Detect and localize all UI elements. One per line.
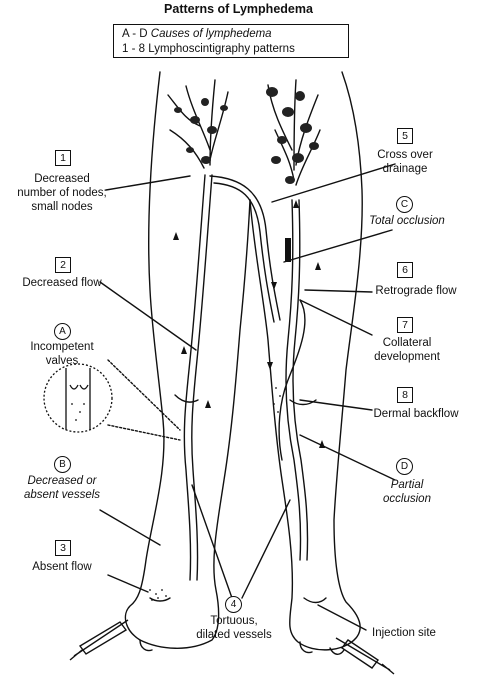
legend-line2-text: Lymphoscintigraphy patterns xyxy=(148,43,295,55)
pointer-A-bottom xyxy=(107,424,181,441)
collateral-vessel xyxy=(278,299,306,461)
cross-vessel-a xyxy=(209,175,281,321)
left-node-network xyxy=(167,79,229,169)
marker-D: D xyxy=(396,458,413,475)
cross-vessel-b xyxy=(213,182,275,323)
marker-2: 2 xyxy=(55,257,71,273)
label-injection-site: Injection site xyxy=(372,627,436,639)
syringe-left xyxy=(69,619,129,661)
marker-4: 4 xyxy=(225,596,242,613)
label-decreased-nodes: Decreased number of nodes; small nodes xyxy=(17,173,107,213)
legend-line1-text: Causes of lymphedema xyxy=(150,28,272,40)
right-main-vessel-a xyxy=(285,199,302,561)
right-leg-outline xyxy=(249,71,363,651)
marker-7: 7 xyxy=(397,317,413,333)
left-main-vessel-b xyxy=(191,174,213,581)
flow-arrows xyxy=(173,200,325,448)
marker-6: 6 xyxy=(397,262,413,278)
pointer-injection xyxy=(317,604,367,631)
marker-5: 5 xyxy=(397,128,413,144)
label-cross-over-drainage: Cross over drainage xyxy=(377,149,433,175)
legend-box: A - D Causes of lymphedema 1 - 8 Lymphos… xyxy=(113,24,349,58)
label-total-occlusion: Total occlusion xyxy=(369,215,445,227)
pointer-6 xyxy=(304,289,373,293)
pointer-1 xyxy=(105,175,191,191)
pointer-A-top xyxy=(107,359,181,431)
pointer-B xyxy=(99,509,161,546)
pointer-3 xyxy=(107,574,149,593)
lymph-nodes xyxy=(174,87,319,184)
marker-A: A xyxy=(54,323,71,340)
pointer-8 xyxy=(299,399,373,411)
diagram-title: Patterns of Lymphedema xyxy=(164,2,313,16)
marker-C: C xyxy=(396,196,413,213)
pointer-C xyxy=(283,229,393,263)
marker-8: 8 xyxy=(397,387,413,403)
left-main-vessel-a xyxy=(183,174,206,581)
label-dermal-backflow: Dermal backflow xyxy=(373,408,459,420)
right-main-vessel-b xyxy=(292,199,309,561)
marker-1: 1 xyxy=(55,150,71,166)
valve-inset xyxy=(43,363,113,433)
label-tortuous-vessels: Tortuous, dilated vessels xyxy=(196,615,272,641)
legend-line1-prefix: A - D xyxy=(122,28,148,40)
pointer-5 xyxy=(271,163,396,203)
label-partial-occlusion: Partial occlusion xyxy=(383,479,431,505)
pointer-4b xyxy=(241,499,291,599)
label-incompetent-valves: Incompetent valves xyxy=(30,341,94,367)
label-decreased-absent-vessels: Decreased or absent vessels xyxy=(23,475,101,501)
occlusion-mark xyxy=(285,238,291,262)
marker-B: B xyxy=(54,456,71,473)
dermal-backflow-dots xyxy=(149,387,281,601)
pointer-2 xyxy=(99,281,197,351)
left-leg-outline xyxy=(124,71,251,649)
label-absent-flow: Absent flow xyxy=(32,561,92,573)
pointer-D xyxy=(299,434,396,481)
pointer-4a xyxy=(191,484,233,599)
label-collateral-development: Collateral development xyxy=(374,337,440,363)
legend-line2-prefix: 1 - 8 xyxy=(122,43,146,55)
label-decreased-flow: Decreased flow xyxy=(22,277,102,289)
marker-3: 3 xyxy=(55,540,71,556)
syringe-right xyxy=(335,637,395,675)
label-retrograde-flow: Retrograde flow xyxy=(375,285,457,297)
pointer-7 xyxy=(299,299,373,336)
